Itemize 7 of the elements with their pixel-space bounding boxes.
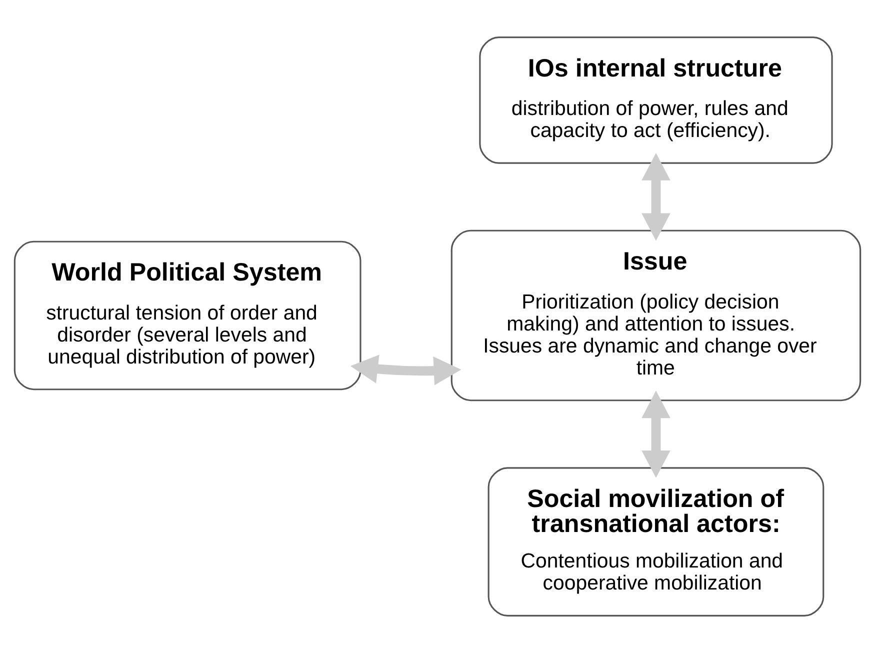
node-box: Issue Prioritization (policy decision making) and attention to issues. Issues are dynamic and change over time (450, 229, 862, 401)
node-box: IOs internal structure distribution of power, rules and capacity to act (efficiency). (479, 36, 833, 164)
arrow (642, 152, 670, 240)
arrow (642, 390, 670, 478)
node-box: World Political System structural tension of order and disorder (several levels and unequal distribution of power) (14, 240, 362, 390)
arrow (350, 354, 462, 385)
node-box: Social movilization of transnational actors: Contentious mobilization and cooperative mobilization (488, 466, 824, 616)
